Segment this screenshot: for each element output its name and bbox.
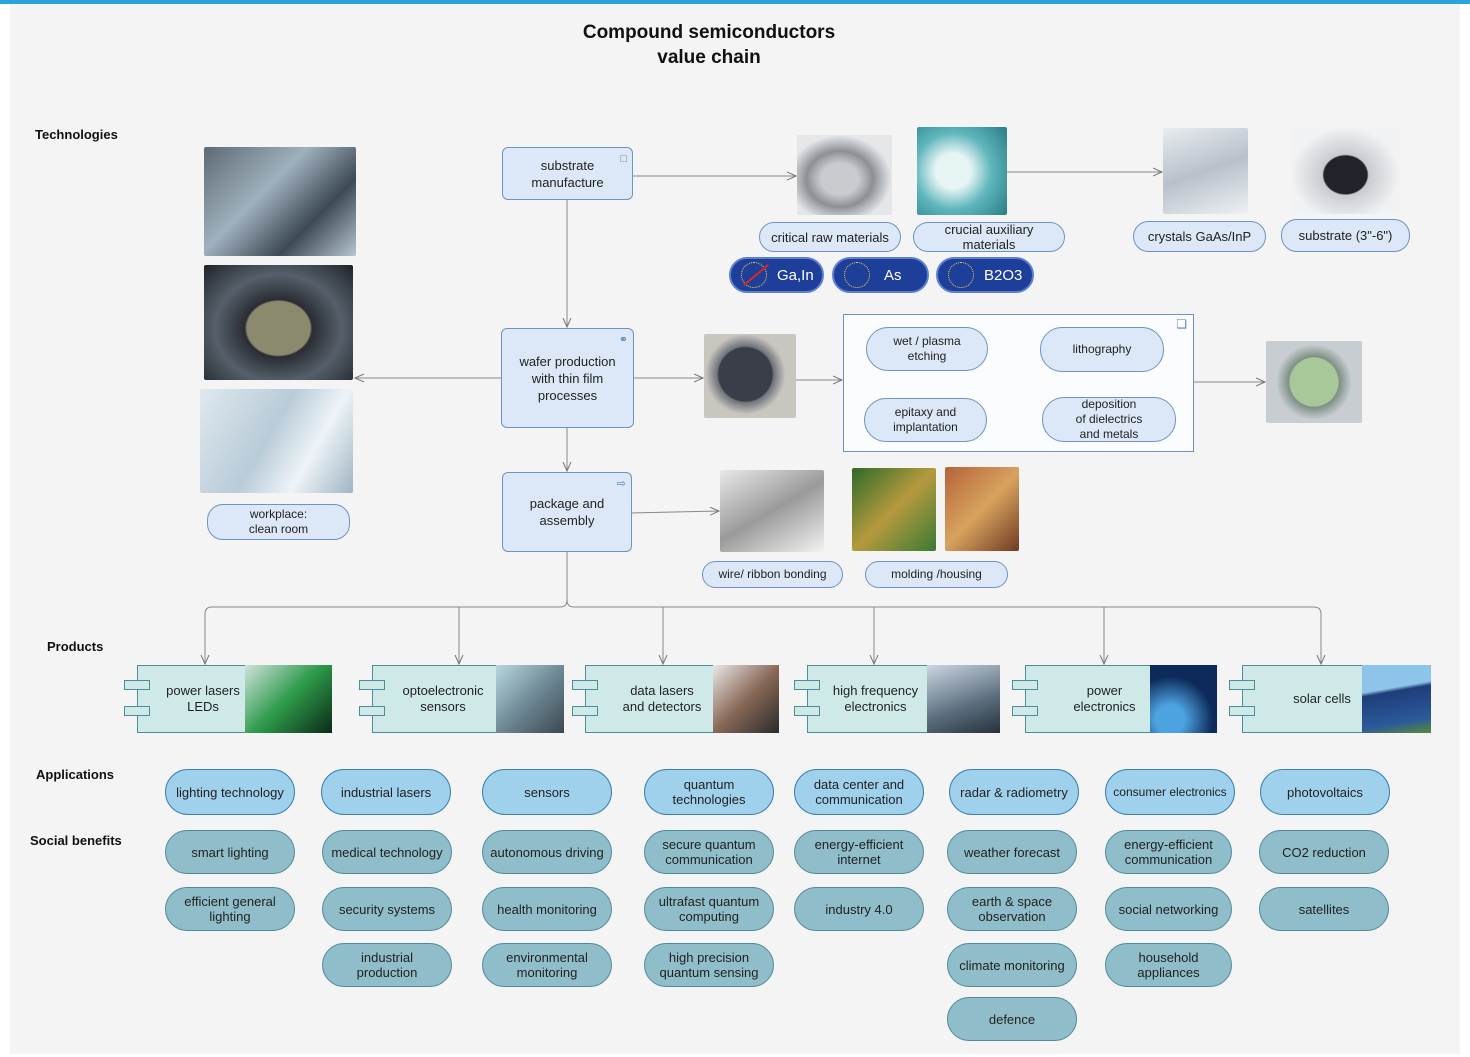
substrate-manufacture-label: substrate manufacture (531, 157, 604, 190)
auxiliary-materials-photo (917, 127, 1007, 215)
benefit-item: satellites (1259, 887, 1389, 931)
product-solar-cells: solar cells (1229, 665, 1431, 733)
workplace-clean-room-label: workplace: clean room (207, 504, 350, 540)
section-label-products: Products (47, 639, 104, 654)
benefit-item: environmental monitoring (482, 943, 612, 987)
laser-photo (245, 665, 332, 733)
eu-badge-ga-in: Ga,In (729, 257, 824, 293)
wafer-production-label: wafer production with thin film processe… (519, 353, 616, 403)
product-power-lasers: power lasers LEDs (124, 665, 332, 733)
section-label-social-benefits: Social benefits (30, 833, 122, 848)
benefit-item: industrial production (322, 943, 452, 987)
benefit-item: climate monitoring (947, 943, 1077, 987)
clean-room-worker-photo (200, 389, 353, 493)
benefit-item: defence (947, 997, 1077, 1041)
benefit-item: health monitoring (482, 887, 612, 931)
application-data-center: data center and communication (794, 769, 924, 815)
benefit-item: medical technology (322, 830, 452, 874)
benefit-item: CO2 reduction (1259, 830, 1389, 874)
section-label-technologies: Technologies (35, 127, 118, 142)
satellite-photo (1150, 665, 1217, 733)
application-lighting: lighting technology (165, 769, 295, 815)
wire-bonding-label: wire/ ribbon bonding (702, 561, 843, 588)
benefit-item: energy-efficient communication (1105, 830, 1232, 874)
benefit-item: energy-efficient internet (794, 830, 924, 874)
link-icon: ⚭ (618, 334, 628, 346)
benefit-item: smart lighting (165, 830, 295, 874)
application-radar: radar & radiometry (949, 769, 1079, 815)
eu-stars-icon (844, 262, 870, 288)
circuit-board-photo (852, 468, 936, 551)
clean-room-lab-photo (204, 147, 356, 256)
finished-wafer-photo (1266, 341, 1362, 423)
section-label-applications: Applications (36, 767, 115, 782)
eu-stars-icon (948, 262, 974, 288)
eu-badge-b2o3: B2O3 (936, 257, 1034, 293)
eu-stars-icon (741, 262, 769, 288)
product-label: power electronics (1073, 683, 1136, 714)
benefit-item: industry 4.0 (794, 887, 924, 931)
crystals-photo (1163, 128, 1248, 214)
eu-badge-as: As (832, 257, 929, 293)
eu-badge-label: Ga,In (777, 266, 814, 284)
application-quantum: quantum technologies (644, 769, 774, 815)
car-sensor-photo (496, 665, 564, 733)
product-label: data lasers and detectors (622, 683, 702, 714)
benefit-item: high precision quantum sensing (644, 943, 774, 987)
package-assembly-box: package and assembly ⇨ (502, 472, 632, 552)
product-high-frequency: high frequency electronics (794, 665, 1000, 733)
product-label: power lasers LEDs (166, 683, 240, 714)
product-label: high frequency electronics (832, 683, 919, 714)
antenna-tower-photo (927, 665, 1000, 733)
package-assembly-label: package and assembly (529, 496, 605, 528)
application-industrial-lasers: industrial lasers (321, 769, 451, 815)
wire-bonding-photo (720, 470, 824, 552)
product-optoelectronic-sensors: optoelectronic sensors (359, 665, 564, 733)
etching-step: wet / plasma etching (866, 327, 988, 371)
product-power-electronics: power electronics (1012, 665, 1217, 733)
benefit-item: efficient general lighting (165, 887, 295, 931)
product-label: optoelectronic sensors (402, 683, 484, 714)
benefit-item: ultrafast quantum computing (644, 887, 774, 931)
benefit-item: secure quantum communication (644, 830, 774, 874)
critical-raw-materials-label: critical raw materials (759, 222, 901, 252)
person-phone-photo (713, 665, 779, 733)
lithography-step: lithography (1040, 327, 1164, 372)
arrow-right-icon: ⇨ (616, 478, 626, 490)
product-data-lasers: data lasers and detectors (572, 665, 779, 733)
crucial-auxiliary-materials-label: crucial auxiliary materials (913, 222, 1065, 252)
product-label: solar cells (1293, 691, 1351, 706)
top-accent-bar (0, 0, 1470, 4)
raw-materials-photo (797, 135, 892, 215)
crystals-label: crystals GaAs/InP (1133, 221, 1266, 252)
deposition-step: deposition of dielectrics and metals (1042, 397, 1176, 442)
molding-housing-label: molding /housing (865, 561, 1008, 588)
wafer-production-box: wafer production with thin film processe… (501, 328, 634, 428)
eu-badge-label: As (884, 266, 902, 284)
substrate-size-label: substrate (3"-6") (1281, 219, 1410, 252)
processed-wafer-photo (704, 334, 796, 418)
epitaxy-step: epitaxy and implantation (864, 398, 987, 442)
application-consumer-electronics: consumer electronics (1105, 769, 1235, 815)
solar-panel-photo (1362, 665, 1431, 733)
benefit-item: weather forecast (947, 830, 1077, 874)
cube-icon: ❏ (1176, 317, 1187, 331)
housing-photo (945, 467, 1019, 551)
benefit-item: social networking (1105, 887, 1232, 931)
benefit-item: security systems (322, 887, 452, 931)
benefit-item: household appliances (1105, 943, 1232, 987)
benefit-item: earth & space observation (947, 887, 1077, 931)
application-photovoltaics: photovoltaics (1260, 769, 1390, 815)
substrate-wafer-photo (1291, 127, 1400, 214)
wafer-equipment-photo (204, 265, 353, 380)
eu-badge-label: B2O3 (984, 266, 1023, 284)
application-sensors: sensors (482, 769, 612, 815)
diagram-title: Compound semiconductors value chain (582, 22, 836, 68)
bookmark-icon: □ (620, 153, 627, 165)
substrate-manufacture-box: substrate manufacture □ (502, 147, 633, 200)
benefit-item: autonomous driving (482, 830, 612, 874)
